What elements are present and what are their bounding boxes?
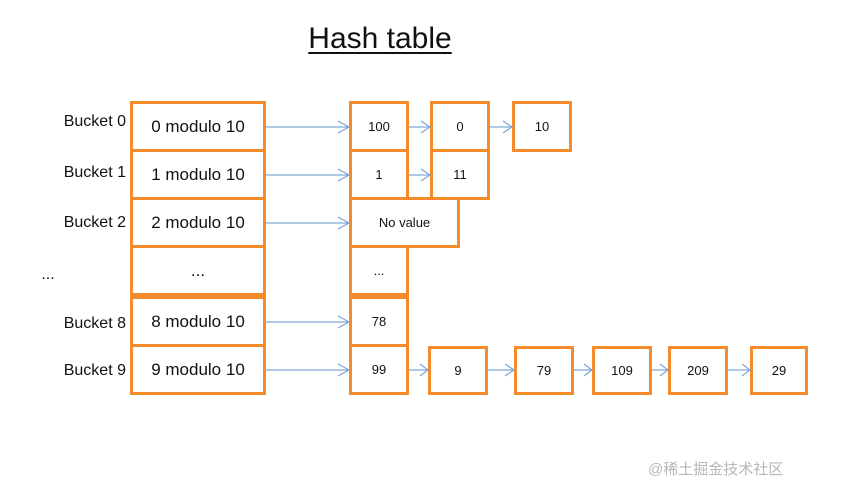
node-b0-0: 0: [430, 101, 490, 152]
hash-box-ellipsis: ...: [130, 245, 266, 296]
node-b9-109: 109: [592, 346, 652, 395]
node-b2-no-value-text: No value: [378, 215, 431, 230]
node-b0-100-value: 100: [368, 119, 390, 134]
hash-text-ellipsis: ...: [190, 260, 206, 280]
node-b9-99-value: 99: [371, 362, 387, 377]
node-b1-1-value: 1: [375, 167, 383, 182]
arrow-b9-209-to-29: [728, 363, 751, 377]
arrow-b8-hash-to-78: [266, 315, 351, 329]
bucket-label-ellipsis: ...: [41, 266, 55, 283]
node-b1-11-value: 11: [453, 167, 467, 182]
node-b9-9-value: 9: [454, 363, 462, 378]
arrow-b2-hash-to-no-value: [266, 216, 351, 230]
arrow-b1-hash-to-1: [266, 168, 351, 182]
node-b9-29: 29: [750, 346, 808, 395]
arrow-b9-hash-to-99: [266, 363, 351, 377]
bucket-label-1: Bucket 1: [63, 164, 126, 181]
bucket-label-2: Bucket 2: [63, 214, 126, 231]
node-b0-10-value: 10: [534, 119, 550, 134]
node-b9-209-value: 209: [687, 363, 709, 378]
arrow-b1-1-to-11: [409, 168, 432, 182]
node-b9-79-value: 79: [536, 363, 552, 378]
node-b8-78-value: 78: [371, 314, 387, 329]
hash-text-0: 0 modulo 10: [151, 116, 245, 136]
arrow-b0-hash-to-100: [266, 120, 351, 134]
watermark: @稀土掘金技术社区: [648, 461, 784, 478]
node-ellipsis: ...: [349, 245, 409, 296]
node-b9-29-value: 29: [771, 363, 787, 378]
hash-text-9: 9 modulo 10: [151, 359, 245, 379]
node-b0-100: 100: [349, 101, 409, 152]
node-b9-99: 99: [349, 344, 409, 395]
node-b0-10: 10: [512, 101, 572, 152]
node-b9-9: 9: [428, 346, 488, 395]
hash-box-0: 0 modulo 10: [130, 101, 266, 152]
node-b9-209: 209: [668, 346, 728, 395]
arrow-b0-0-to-10: [490, 120, 514, 134]
arrow-b9-99-to-9: [409, 363, 429, 377]
arrow-b9-109-to-209: [652, 363, 669, 377]
arrow-b9-79-to-109: [574, 363, 593, 377]
node-b9-79: 79: [514, 346, 574, 395]
node-b2-no-value: No value: [349, 197, 460, 248]
hash-box-9: 9 modulo 10: [130, 344, 266, 395]
hash-text-8: 8 modulo 10: [151, 311, 245, 331]
bucket-label-8: Bucket 8: [63, 315, 126, 332]
node-b1-11: 11: [430, 149, 490, 200]
node-b0-0-value: 0: [456, 119, 464, 134]
node-b1-1: 1: [349, 149, 409, 200]
arrow-b0-100-to-0: [409, 120, 432, 134]
diagram-title: Hash table: [308, 22, 452, 55]
bucket-label-9: Bucket 9: [63, 362, 126, 379]
node-b9-109-value: 109: [611, 363, 633, 378]
arrow-b9-9-to-79: [488, 363, 516, 377]
bucket-label-0: Bucket 0: [63, 113, 126, 130]
hash-text-2: 2 modulo 10: [151, 212, 245, 232]
hash-text-1: 1 modulo 10: [151, 164, 245, 184]
node-ellipsis-text: ...: [373, 263, 385, 278]
